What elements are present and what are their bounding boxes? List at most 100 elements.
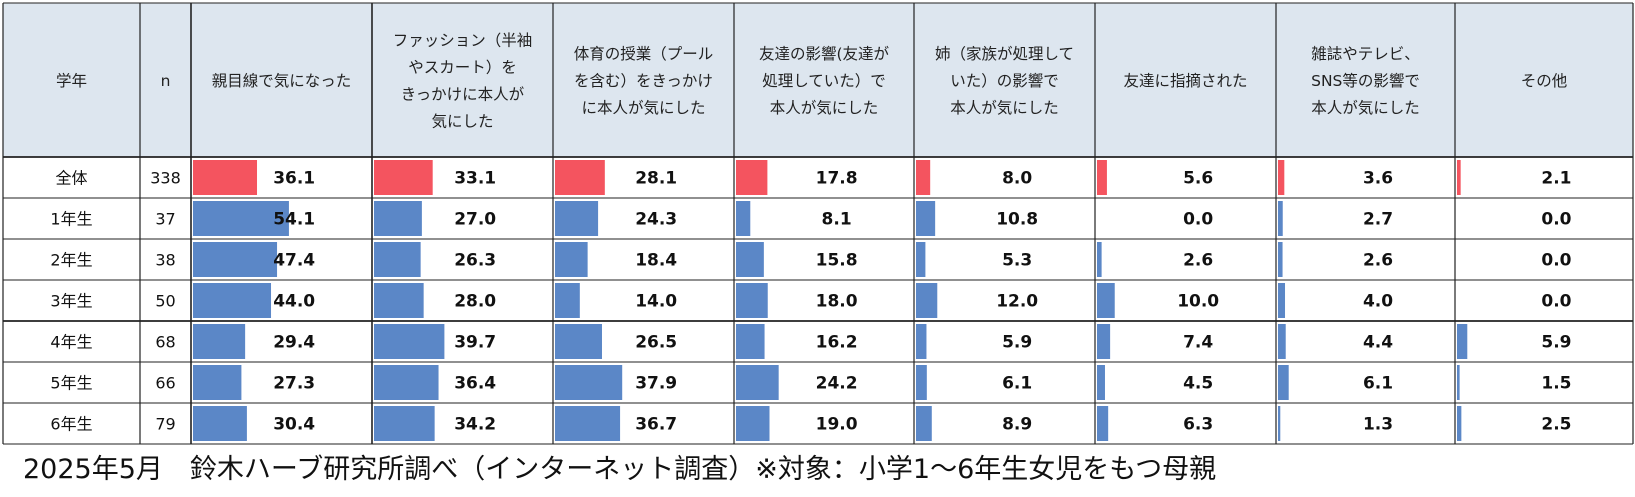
column-header-c6-line-0: 友達に指摘された	[1123, 72, 1247, 90]
bar-r2-c1	[193, 242, 278, 277]
value-r4-c6: 7.4	[1183, 333, 1213, 353]
bar-r0-c2	[374, 160, 433, 195]
value-r1-c2: 27.0	[454, 210, 496, 230]
column-header-c4-line-1: 処理していた）で	[762, 72, 886, 90]
value-r0-c7: 3.6	[1363, 169, 1393, 189]
header-background	[3, 3, 1633, 157]
row-label-0: 全体	[55, 169, 87, 188]
value-r0-c4: 17.8	[816, 169, 858, 189]
column-header-c3-line-0: 体育の授業（プール	[574, 45, 714, 63]
bar-r3-c7	[1278, 283, 1286, 318]
value-r6-c5: 8.9	[1002, 415, 1032, 435]
value-r5-c1: 27.3	[273, 374, 315, 394]
row-label-5: 5年生	[50, 374, 92, 393]
value-r5-c8: 1.5	[1541, 374, 1571, 394]
value-r0-c1: 36.1	[273, 169, 315, 189]
column-header-c5-line-2: 本人が気にした	[950, 99, 1059, 117]
bar-r6-c1	[193, 406, 247, 441]
bar-r4-c3	[555, 324, 602, 359]
bar-r5-c7	[1278, 365, 1289, 400]
bar-r4-c7	[1278, 324, 1286, 359]
bar-r3-c1	[193, 283, 272, 318]
bar-r1-c3	[555, 201, 599, 236]
value-r2-c2: 26.3	[454, 251, 496, 271]
value-r6-c7: 1.3	[1363, 415, 1393, 435]
bar-r1-c7	[1278, 201, 1283, 236]
value-r5-c3: 37.9	[635, 374, 677, 394]
value-r6-c6: 6.3	[1183, 415, 1213, 435]
value-r4-c7: 4.4	[1363, 333, 1393, 353]
bar-r5-c6	[1097, 365, 1105, 400]
value-r4-c3: 26.5	[635, 333, 677, 353]
value-r4-c8: 5.9	[1541, 333, 1571, 353]
bar-r4-c2	[374, 324, 445, 359]
value-r1-c3: 24.3	[635, 210, 677, 230]
column-header-n-line-0: n	[161, 72, 171, 90]
value-r3-c7: 4.0	[1363, 292, 1393, 312]
row-n-5: 66	[155, 374, 175, 393]
column-header-c5-line-0: 姉（家族が処理して	[935, 45, 1074, 63]
value-r1-c5: 10.8	[996, 210, 1038, 230]
row-label-1: 1年生	[50, 210, 92, 229]
value-r0-c2: 33.1	[454, 169, 496, 189]
value-r3-c6: 10.0	[1177, 292, 1219, 312]
value-r6-c2: 34.2	[454, 415, 496, 435]
column-header-c8-line-0: その他	[1521, 72, 1568, 90]
value-r6-c3: 36.7	[635, 415, 677, 435]
bar-r1-c2	[374, 201, 422, 236]
bar-r6-c6	[1097, 406, 1109, 441]
value-r4-c2: 39.7	[454, 333, 496, 353]
value-r2-c6: 2.6	[1183, 251, 1213, 271]
bar-r3-c4	[736, 283, 768, 318]
bar-r0-c6	[1097, 160, 1107, 195]
value-r3-c2: 28.0	[454, 292, 496, 312]
bar-r0-c5	[916, 160, 931, 195]
value-r3-c1: 44.0	[273, 292, 315, 312]
bar-r5-c4	[736, 365, 779, 400]
column-header-c4-line-0: 友達の影響(友達が	[759, 45, 890, 63]
bar-r3-c5	[916, 283, 938, 318]
row-n-0: 338	[150, 169, 181, 188]
bar-r2-c2	[374, 242, 421, 277]
bar-r2-c6	[1097, 242, 1102, 277]
value-r1-c1: 54.1	[273, 210, 315, 230]
column-header-c7-line-2: 本人が気にした	[1311, 99, 1420, 117]
bar-r5-c8	[1457, 365, 1460, 400]
bar-r2-c5	[916, 242, 926, 277]
bar-r0-c7	[1278, 160, 1285, 195]
row-label-4: 4年生	[50, 333, 92, 352]
value-r5-c7: 6.1	[1363, 374, 1393, 394]
bar-r2-c7	[1278, 242, 1283, 277]
bar-r6-c7	[1278, 406, 1281, 441]
column-header-c7-line-1: SNS等の影響で	[1311, 72, 1420, 90]
bar-r2-c4	[736, 242, 764, 277]
value-r2-c8: 0.0	[1541, 251, 1571, 271]
value-r4-c4: 16.2	[816, 333, 858, 353]
bar-r5-c3	[555, 365, 623, 400]
bar-r6-c3	[555, 406, 621, 441]
column-header-c3-line-1: を含む）をきっかけ	[574, 72, 713, 90]
bar-r6-c5	[916, 406, 932, 441]
bar-r1-c5	[916, 201, 936, 236]
value-r2-c5: 5.3	[1002, 251, 1032, 271]
row-label-3: 3年生	[50, 292, 92, 311]
row-label-6: 6年生	[50, 415, 92, 434]
value-r2-c4: 15.8	[816, 251, 858, 271]
value-r3-c4: 18.0	[816, 292, 858, 312]
bar-r3-c2	[374, 283, 424, 318]
column-header-c1-line-0: 親目線で気になった	[212, 72, 352, 90]
column-header-c3-line-2: に本人が気にした	[581, 99, 705, 117]
row-n-3: 50	[155, 292, 175, 311]
bar-r5-c2	[374, 365, 439, 400]
bar-r4-c8	[1457, 324, 1468, 359]
column-header-c2-line-3: 気にした	[431, 113, 493, 131]
bar-r1-c4	[736, 201, 751, 236]
bar-r0-c3	[555, 160, 605, 195]
row-n-4: 68	[155, 333, 175, 352]
column-header-c2-line-2: きっかけに本人が	[401, 86, 525, 104]
bar-r3-c3	[555, 283, 580, 318]
bar-r0-c8	[1457, 160, 1461, 195]
bar-r6-c8	[1457, 406, 1462, 441]
